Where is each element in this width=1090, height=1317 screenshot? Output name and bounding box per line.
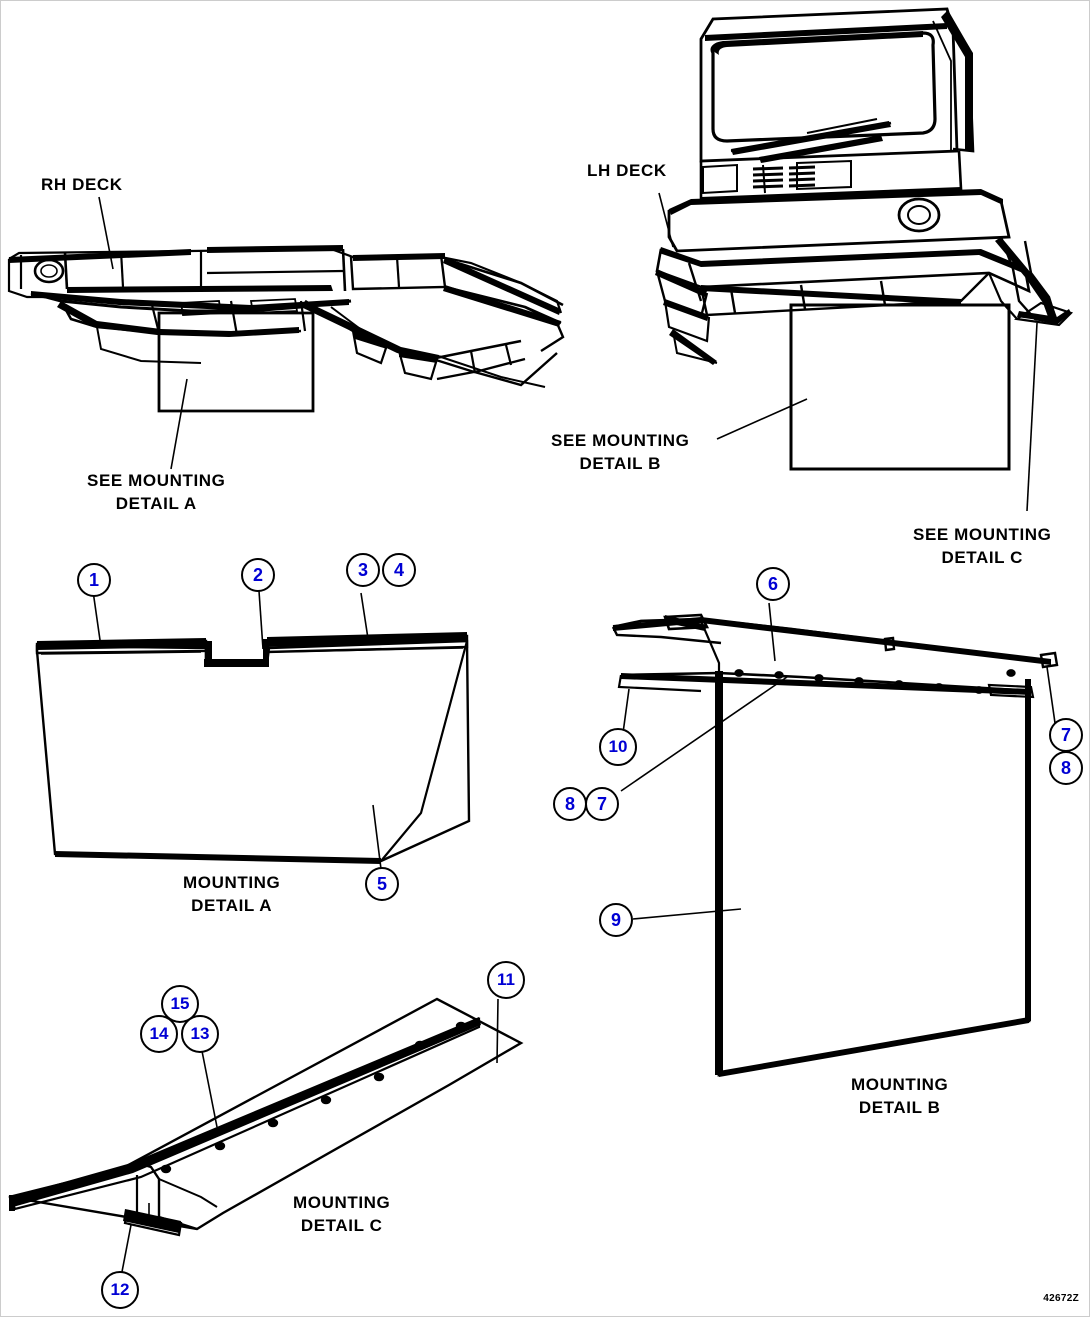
- see-mounting-c-line1: SEE MOUNTING: [913, 525, 1052, 544]
- callout-bubble-11[interactable]: 11: [487, 961, 525, 999]
- callout-14-label: 14: [149, 1024, 169, 1043]
- callout-15-label: 15: [170, 994, 190, 1013]
- see-mounting-a-line2: DETAIL A: [115, 494, 197, 514]
- mounting-a-line2: DETAIL A: [191, 896, 273, 916]
- callout-3-label: 3: [357, 559, 368, 580]
- see-mounting-c-line2: DETAIL C: [941, 548, 1024, 568]
- callout-7-right-label: 7: [1060, 724, 1071, 745]
- callout-2-label: 2: [252, 564, 263, 585]
- callout-9-label: 9: [610, 909, 621, 930]
- callout-bubble-13[interactable]: 13: [181, 1015, 219, 1053]
- lh-deck-label: LH DECK: [587, 161, 667, 180]
- see-mounting-detail-c-label: SEE MOUNTING DETAIL C: [913, 523, 1052, 570]
- callout-6-label: 6: [767, 573, 778, 594]
- callout-10-label: 10: [608, 737, 628, 756]
- mounting-c-line2: DETAIL C: [300, 1216, 383, 1236]
- callout-bubble-4[interactable]: 4: [382, 553, 416, 587]
- mounting-detail-c-title: MOUNTING DETAIL C: [293, 1191, 390, 1238]
- callout-8-left-label: 8: [564, 793, 575, 814]
- callout-bubble-5[interactable]: 5: [365, 867, 399, 901]
- see-mounting-detail-b-label: SEE MOUNTING DETAIL B: [551, 429, 690, 476]
- callout-4-label: 4: [393, 559, 404, 580]
- mounting-c-line1: MOUNTING: [293, 1193, 391, 1212]
- mounting-b-line1: MOUNTING: [851, 1075, 949, 1094]
- callout-bubble-6[interactable]: 6: [756, 567, 790, 601]
- mounting-b-line2: DETAIL B: [858, 1098, 941, 1118]
- mounting-a-line1: MOUNTING: [183, 873, 281, 892]
- callout-13-label: 13: [190, 1024, 210, 1043]
- callout-bubble-1[interactable]: 1: [77, 563, 111, 597]
- see-mounting-detail-a-label: SEE MOUNTING DETAIL A: [87, 469, 226, 516]
- callout-bubble-2[interactable]: 2: [241, 558, 275, 592]
- callout-11-label: 11: [497, 970, 515, 989]
- callout-1-label: 1: [88, 569, 99, 590]
- callout-bubble-7-left[interactable]: 7: [585, 787, 619, 821]
- callout-bubble-8-right[interactable]: 8: [1049, 751, 1083, 785]
- callout-12-label: 12: [110, 1280, 130, 1299]
- callout-bubble-3[interactable]: 3: [346, 553, 380, 587]
- callout-bubble-14[interactable]: 14: [140, 1015, 178, 1053]
- callout-bubble-12[interactable]: 12: [101, 1271, 139, 1309]
- see-mounting-b-line2: DETAIL B: [579, 454, 662, 474]
- drawing-number: 42672Z: [1043, 1293, 1079, 1304]
- callout-bubble-10[interactable]: 10: [599, 728, 637, 766]
- see-mounting-a-line1: SEE MOUNTING: [87, 471, 226, 490]
- callout-5-label: 5: [376, 873, 387, 894]
- mounting-detail-b-title: MOUNTING DETAIL B: [851, 1073, 948, 1120]
- mounting-detail-a-title: MOUNTING DETAIL A: [183, 871, 280, 918]
- callout-7-left-label: 7: [596, 793, 607, 814]
- callout-bubble-9[interactable]: 9: [599, 903, 633, 937]
- rh-deck-label: RH DECK: [41, 175, 123, 194]
- callout-8-right-label: 8: [1060, 757, 1071, 778]
- see-mounting-b-line1: SEE MOUNTING: [551, 431, 690, 450]
